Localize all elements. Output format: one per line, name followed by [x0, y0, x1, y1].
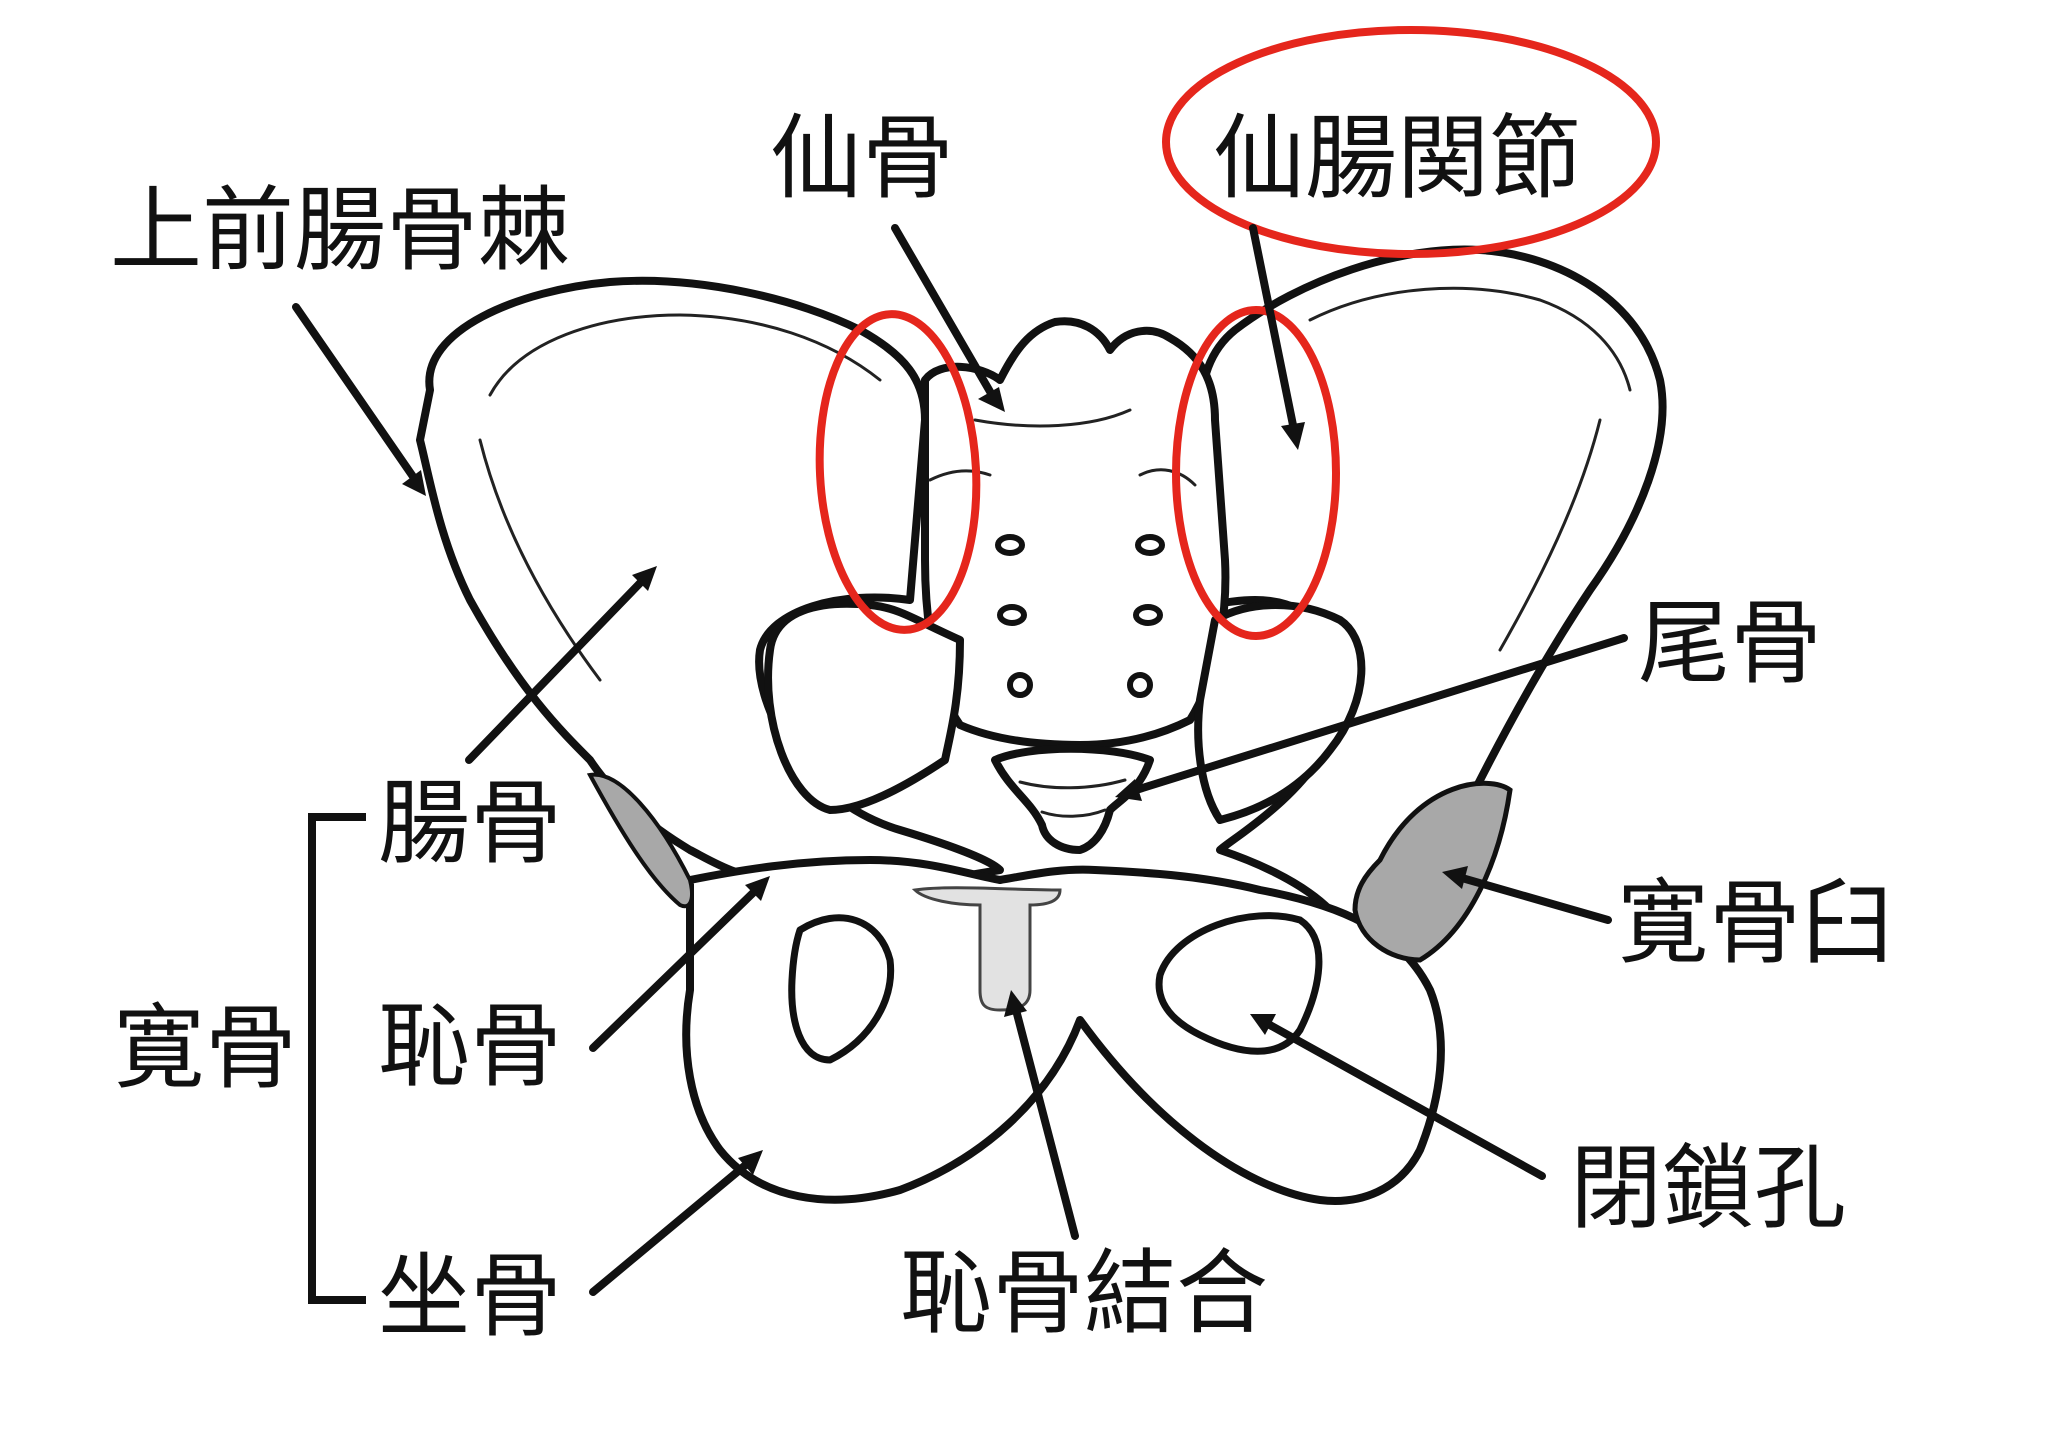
pelvis-bones [416, 245, 1667, 1205]
asis-arrowhead [402, 470, 426, 496]
left-obturator-foramen-shape [788, 914, 895, 1064]
coccyx-bone [991, 744, 1154, 854]
right-sacroiliac-joint-circle [1172, 306, 1340, 640]
label-obturator-foramen: 閉鎖孔 [1570, 1135, 1846, 1242]
ischium-arrow [589, 1159, 752, 1296]
left-sacroiliac-joint-circle [815, 310, 981, 634]
symphysis-arrowhead [1004, 990, 1027, 1017]
ilium-arrow [465, 576, 647, 764]
right-obturator-foramen-shape [1155, 912, 1323, 1055]
label-arrows [292, 224, 1628, 1296]
left-acetabulum [586, 772, 694, 909]
coccyx-segment-line-1 [1018, 778, 1127, 790]
sacrum-left-ala-line [928, 469, 992, 482]
symphysis-arrow [1012, 1006, 1079, 1240]
coccyx-arrow [1132, 634, 1628, 794]
obturator-arrow [1264, 1020, 1546, 1180]
labels: 仙骨 仙腸関節 上前腸骨棘 尾骨 腸骨 寛骨 恥骨 寛骨臼 閉鎖孔 坐骨 恥骨結… [110, 105, 1893, 1350]
sacrum-bone [921, 317, 1230, 749]
coccyx-segment-line-2 [1040, 808, 1107, 818]
left-ilium-crest-line [488, 313, 882, 397]
pubis-arrowhead [745, 876, 770, 901]
right-ilium-inner-line [1498, 418, 1602, 652]
sacroiliac-highlights [815, 26, 1660, 640]
title-highlight-oval [1162, 26, 1660, 258]
obturator-arrowhead [1250, 1014, 1276, 1035]
hip-bone-bracket [308, 813, 366, 1304]
right-acetabulum [1352, 780, 1513, 963]
label-acetabulum: 寛骨臼 [1617, 870, 1893, 977]
sacrum-right-ala-line [1138, 468, 1197, 487]
coccyx-arrowhead [1115, 779, 1142, 801]
sacrum-arrow [891, 224, 996, 399]
asis-arrow [292, 303, 418, 482]
pubis-arrow [589, 886, 760, 1052]
label-sacroiliac-joint: 仙腸関節 [1213, 105, 1581, 212]
sacrum-arrowhead [978, 387, 1005, 412]
sacroiliac-arrow [1249, 224, 1298, 434]
ischium-arrowhead [738, 1150, 763, 1175]
pubic-symphysis-cartilage [911, 886, 1062, 1012]
label-asis: 上前腸骨棘 [110, 177, 570, 284]
right-ilium-crest-line [1308, 286, 1632, 392]
sacral-foramina [995, 534, 1165, 698]
label-ischium: 坐骨 [378, 1243, 562, 1350]
sacrum-top-line [973, 408, 1132, 428]
label-coccyx: 尾骨 [1638, 590, 1822, 697]
left-pelvic-inlet [764, 599, 964, 814]
label-pubic-symphysis: 恥骨結合 [900, 1240, 1268, 1347]
label-hip-bone: 寛骨 [113, 995, 297, 1102]
left-ilium [416, 276, 1004, 884]
ilium-arrowhead [632, 566, 657, 591]
label-sacrum: 仙骨 [770, 105, 954, 212]
label-pubis: 恥骨 [378, 993, 562, 1100]
label-ilium: 腸骨 [378, 770, 562, 877]
acetabulum-arrowhead [1442, 866, 1468, 889]
acetabulum-arrow [1458, 874, 1612, 924]
sacroiliac-arrowhead [1281, 422, 1305, 450]
